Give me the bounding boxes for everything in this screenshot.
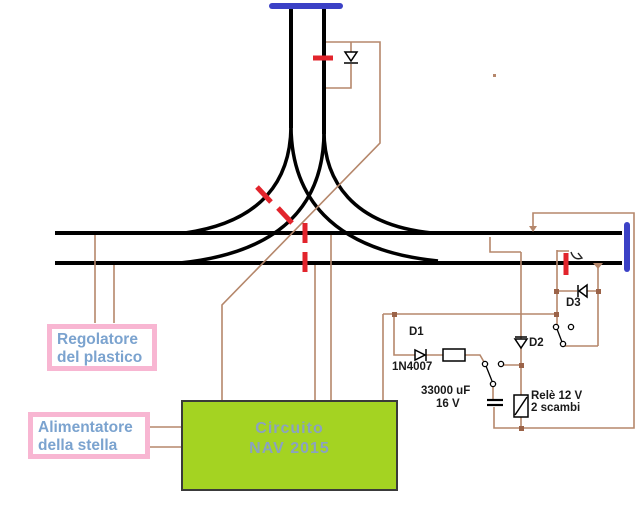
turnout-curve-a: [184, 124, 293, 235]
insulated-joints: [255, 55, 569, 275]
diode-triangle: [577, 283, 588, 299]
stray-dot: [493, 74, 496, 77]
insulator-curve-c: [276, 206, 294, 225]
switch-contact: [552, 323, 560, 331]
turnout-curve-c: [179, 130, 326, 265]
circuito-nav-box: Circuito NAV 2015: [181, 400, 398, 491]
label-capacitor-voltage: 16 V: [436, 398, 460, 410]
label-1n4007: 1N4007: [392, 361, 433, 373]
switch-contact: [481, 360, 489, 368]
diode-triangle: [343, 51, 359, 63]
switch-lever: [556, 328, 563, 343]
diode-d2-symbol: [513, 336, 529, 350]
circuito-line1: Circuito: [255, 420, 324, 437]
diode-triangle: [414, 348, 427, 362]
switch-common: [489, 380, 497, 388]
turnout-curve-d: [322, 130, 433, 235]
switch-common: [559, 340, 567, 348]
regolatore-line1: Regolatore: [57, 331, 138, 348]
diode-branch-symbol: [343, 51, 359, 64]
wire-branch-diode-loop: [326, 42, 352, 89]
relay-contact-2: [552, 323, 575, 348]
track-rails: [55, 9, 622, 265]
tap-marker-bottom-rail: [593, 263, 603, 269]
wire-branch-feed-to-nav: [221, 41, 381, 400]
alimentatore-line2: della stella: [38, 437, 118, 454]
wire-bottomrail-right-tap: [565, 266, 599, 347]
diode-d1-symbol: [414, 348, 427, 362]
relay-coil-symbol: [513, 394, 529, 418]
tap-marker-top-rail: [529, 226, 537, 232]
junction-dot: [596, 289, 601, 294]
label-capacitor-value: 33000 uF: [421, 385, 471, 397]
insulator-curve-a: [255, 185, 273, 204]
label-d3: D3: [566, 297, 581, 309]
hook-mark: [570, 251, 584, 260]
switch-lever: [485, 365, 493, 382]
resistor-box: [442, 348, 466, 362]
wire-d1-branch: [393, 314, 485, 363]
wire-common-feed: [382, 313, 556, 400]
junction-dot: [392, 312, 397, 317]
diode-d3-symbol: [577, 283, 588, 299]
circuito-line2: NAV 2015: [249, 440, 330, 457]
wire-toprail-loop-to-relay: [493, 212, 635, 429]
junction-dot: [519, 426, 524, 431]
junction-dot: [519, 363, 524, 368]
relay-contact-1: [481, 360, 505, 388]
junction-dot: [554, 312, 559, 317]
switch-contact: [497, 360, 505, 368]
regolatore-line2: del plastico: [57, 349, 143, 366]
alimentatore-line1: Alimentatore: [38, 419, 133, 436]
junction-dot: [554, 289, 559, 294]
regolatore-box: Regolatore del plastico: [47, 324, 157, 371]
alimentatore-box: Alimentatore della stella: [28, 412, 150, 459]
label-d2: D2: [529, 337, 544, 349]
capacitor-symbol: [487, 398, 503, 407]
relay-diagonal: [514, 396, 528, 416]
wire-d2-relay-vertical: [489, 237, 522, 395]
diode-triangle: [513, 338, 529, 350]
switch-contact: [567, 323, 575, 331]
wiring: [94, 41, 635, 448]
label-relay-1: Relè 12 V: [531, 390, 583, 402]
junction-dots: [392, 289, 601, 431]
wire-alimentatore-to-nav: [150, 426, 181, 448]
label-d1: D1: [409, 326, 424, 338]
label-relay-2: 2 scambi: [531, 402, 581, 414]
turnout-curve-b: [289, 124, 439, 263]
